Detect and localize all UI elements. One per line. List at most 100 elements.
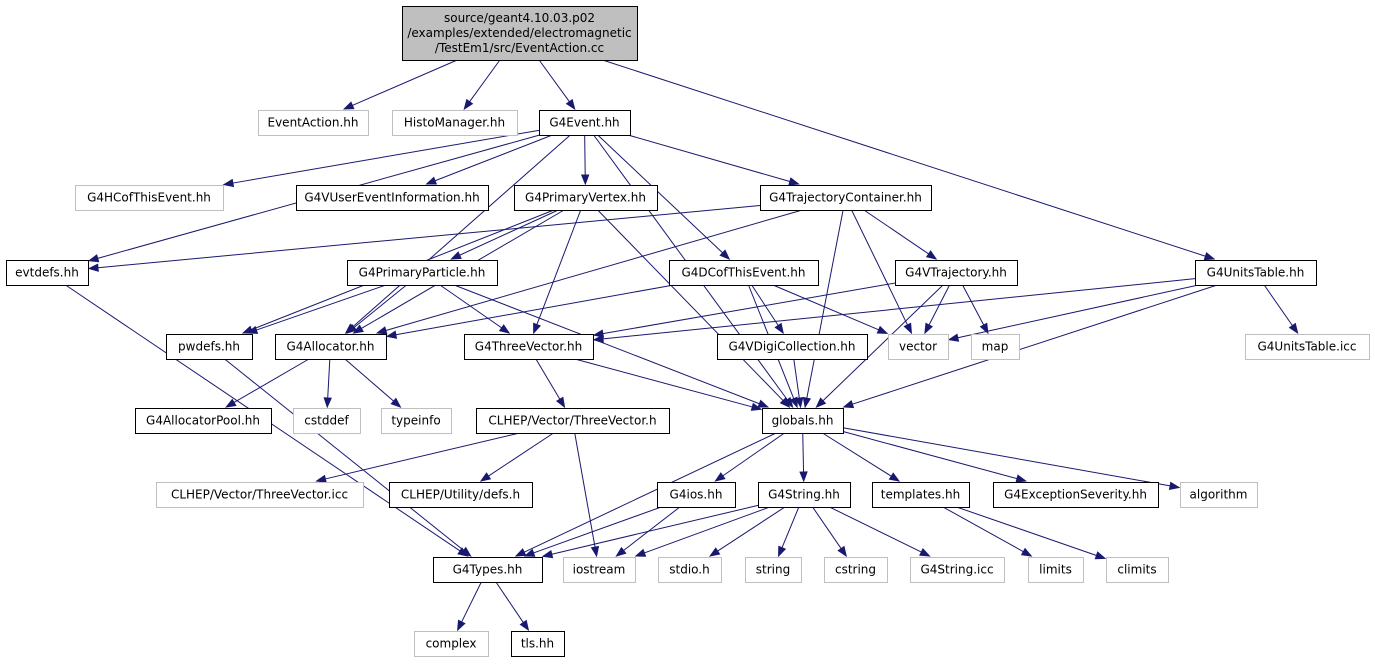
- arrowhead-icon: [750, 402, 763, 411]
- node-box: [402, 6, 638, 61]
- edge-line: [325, 432, 520, 480]
- arrowhead-icon: [533, 322, 542, 335]
- node-g4allocatorpool-hh[interactable]: G4AllocatorPool.hh: [135, 408, 272, 434]
- edge-line: [812, 506, 842, 549]
- node-label: G4PrimaryParticle.hh: [359, 266, 486, 280]
- edge-line: [781, 506, 800, 548]
- arrowhead-icon: [555, 396, 566, 409]
- node-box: [258, 110, 369, 136]
- arrowhead-icon: [947, 333, 960, 342]
- edge-line: [533, 506, 662, 554]
- edge-line: [602, 282, 896, 335]
- edge-g4string_hh-to-string: [778, 506, 800, 558]
- arrowhead-icon: [87, 254, 100, 263]
- node-label: /TestEm1/src/EventAction.cc: [435, 41, 604, 55]
- node-g4string-hh[interactable]: G4String.hh: [758, 482, 851, 508]
- node-g4unitstable-hh[interactable]: G4UnitsTable.hh: [1195, 260, 1317, 286]
- node-label: source/geant4.10.03.p02: [444, 11, 595, 25]
- node-box: [895, 260, 1018, 286]
- node-label: G4VUserEventInformation.hh: [304, 191, 479, 205]
- node-globals-hh[interactable]: globals.hh: [762, 408, 844, 434]
- node-label: G4UnitsTable.icc: [1258, 340, 1357, 354]
- node-g4event-hh[interactable]: G4Event.hh: [539, 110, 631, 136]
- node-g4primaryparticle-hh[interactable]: G4PrimaryParticle.hh: [347, 260, 498, 286]
- edge-line: [822, 432, 892, 477]
- node-label: G4TrajectoryContainer.hh: [769, 191, 922, 205]
- node-label: G4String.icc: [920, 563, 993, 577]
- arrowhead-icon: [778, 545, 787, 558]
- node-label: stdio.h: [669, 563, 709, 577]
- edge-line: [942, 506, 1024, 553]
- arrowhead-icon: [457, 619, 466, 632]
- edge-line: [469, 59, 501, 103]
- arrowhead-icon: [1288, 322, 1299, 335]
- node-cstddef: cstddef: [293, 408, 361, 434]
- node-g4trajectorycontainer-hh[interactable]: G4TrajectoryContainer.hh: [760, 185, 932, 211]
- arrowhead-icon: [519, 619, 530, 632]
- node-complex: complex: [414, 631, 489, 657]
- arrowhead-icon: [323, 397, 332, 409]
- node-label: evtdefs.hh: [15, 266, 79, 280]
- node-g4exceptionseverity-hh[interactable]: G4ExceptionSeverity.hh: [993, 482, 1159, 508]
- edge-globals_hh-to-g4types_hh: [514, 432, 777, 557]
- node-evtdefs-hh[interactable]: evtdefs.hh: [6, 260, 89, 286]
- edge-g4trajectorycontainer_hh-to-evtdefs_hh: [87, 205, 761, 272]
- node-g4vusereventinformation-hh[interactable]: G4VUserEventInformation.hh: [296, 185, 489, 211]
- arrowhead-icon: [580, 174, 590, 186]
- edge-g4allocator_hh-to-typeinfo: [344, 358, 402, 408]
- node-box: [1195, 260, 1317, 286]
- arrowhead-icon: [225, 398, 237, 408]
- arrowhead-icon: [346, 323, 358, 334]
- edge-g4allocator_hh-to-g4allocatorpool_hh: [225, 358, 310, 408]
- arrowhead-icon: [919, 548, 931, 557]
- arrowhead-icon: [1020, 547, 1033, 557]
- node-g4types-hh[interactable]: G4Types.hh: [433, 557, 543, 583]
- node-typeinfo: typeinfo: [381, 408, 452, 434]
- edge-line: [535, 358, 561, 400]
- arrowhead-icon: [799, 471, 808, 483]
- arrowhead-icon: [1094, 551, 1107, 560]
- node-box: [414, 631, 489, 657]
- node-clhep-threevector-h[interactable]: CLHEP/Vector/ThreeVector.h: [476, 408, 670, 434]
- node-label: HistoManager.hh: [404, 116, 505, 130]
- edge-line: [829, 506, 922, 553]
- node-string: string: [745, 557, 802, 583]
- arrowhead-icon: [876, 325, 889, 334]
- node-g4ios-hh[interactable]: G4ios.hh: [657, 482, 736, 508]
- arrowhead-icon: [541, 550, 554, 559]
- node-g4threevector-hh[interactable]: G4ThreeVector.hh: [464, 334, 594, 360]
- node-g4vtrajectory-hh[interactable]: G4VTrajectory.hh: [895, 260, 1018, 286]
- arrowhead-icon: [463, 98, 474, 111]
- node-g4dcofthisevent-hh[interactable]: G4DCofThisEvent.hh: [669, 260, 819, 286]
- edge-clhep_threevector_h-to-clhep_threevector_icc: [315, 432, 520, 483]
- node-g4vdigicollection-hh[interactable]: G4VDigiCollection.hh: [717, 334, 868, 360]
- edge-line: [842, 427, 1171, 487]
- node-label: globals.hh: [772, 414, 834, 428]
- node-templates-hh[interactable]: templates.hh: [872, 482, 970, 508]
- arrowhead-icon: [479, 472, 492, 482]
- node-clhep-defs-h[interactable]: CLHEP/Utility/defs.h: [389, 482, 533, 508]
- node-box: [1106, 557, 1169, 583]
- edge-line: [597, 134, 723, 254]
- arrowhead-icon: [1203, 252, 1216, 261]
- node-tls-hh[interactable]: tls.hh: [511, 631, 565, 657]
- edge-line: [597, 209, 784, 401]
- node-pwdefs-hh[interactable]: pwdefs.hh: [166, 334, 253, 360]
- node-box: [760, 185, 932, 211]
- edge-g4trajectorycontainer_hh-to-vector: [851, 209, 913, 335]
- edge-line: [584, 134, 586, 176]
- edge-g4primaryvertex_hh-to-globals_hh: [597, 209, 791, 408]
- arrowhead-icon: [925, 250, 938, 260]
- edge-line: [453, 284, 760, 405]
- arrowhead-icon: [1015, 474, 1028, 483]
- node-box: [669, 260, 819, 286]
- arrowhead-icon: [565, 98, 576, 111]
- node-g4primaryvertex-hh[interactable]: G4PrimaryVertex.hh: [514, 185, 658, 211]
- node-g4allocator-hh[interactable]: G4Allocator.hh: [275, 334, 387, 360]
- edge-line: [344, 358, 394, 402]
- edge-g4string_hh-to-g4string_icc: [829, 506, 931, 557]
- edge-line: [822, 284, 944, 402]
- arrowhead-icon: [634, 548, 647, 557]
- arrowhead-icon: [802, 396, 812, 409]
